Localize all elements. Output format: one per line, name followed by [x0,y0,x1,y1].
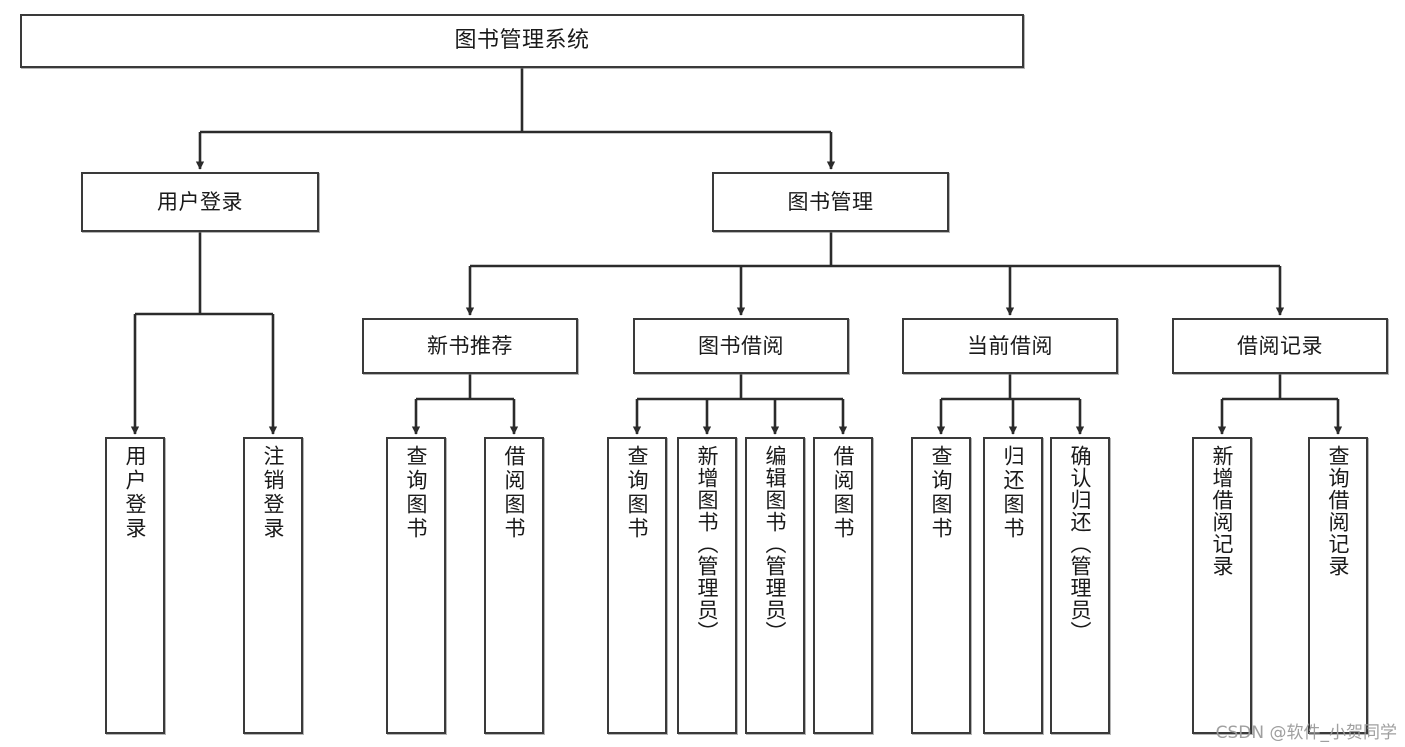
node-label: 借阅图书 [831,445,856,541]
node-login[interactable]: 用户登录 [81,172,319,232]
node-label: 用户登录 [123,445,148,541]
node-leaf-8[interactable]: 借阅图书 [813,437,873,734]
node-label: 图书管理 [787,189,874,214]
node-leaf-2[interactable]: 注销登录 [243,437,303,734]
node-leaf-12[interactable]: 新增借阅记录 [1192,437,1252,734]
node-leaf-5[interactable]: 查询图书 [607,437,667,734]
node-leaf-13[interactable]: 查询借阅记录 [1308,437,1368,734]
node-label: 借阅记录 [1237,333,1323,358]
node-borrow[interactable]: 图书借阅 [633,318,849,374]
node-label: 归还图书 [1001,445,1026,541]
node-label: 新书推荐 [427,333,513,358]
node-label: 查询图书 [929,445,954,541]
node-leaf-11[interactable]: 确认归还（管理员） [1050,437,1110,734]
node-leaf-1[interactable]: 用户登录 [105,437,165,734]
node-label: 新增借阅记录 [1210,445,1235,577]
node-leaf-3[interactable]: 查询图书 [386,437,446,734]
csdn-watermark: CSDN @软件_小贺同学 [1215,723,1397,743]
node-label: 图书借阅 [698,333,784,358]
node-label: 当前借阅 [967,333,1053,358]
node-label: 确认归还（管理员） [1068,445,1093,643]
node-root[interactable]: 图书管理系统 [20,14,1024,68]
node-bookmgmt[interactable]: 图书管理 [712,172,949,232]
node-leaf-6[interactable]: 新增图书（管理员） [677,437,737,734]
node-leaf-7[interactable]: 编辑图书（管理员） [745,437,805,734]
node-label: 查询图书 [625,445,650,541]
node-leaf-10[interactable]: 归还图书 [983,437,1043,734]
node-leaf-9[interactable]: 查询图书 [911,437,971,734]
node-label: 用户登录 [157,189,243,214]
node-newbook[interactable]: 新书推荐 [362,318,578,374]
node-label: 注销登录 [261,445,286,541]
node-records[interactable]: 借阅记录 [1172,318,1388,374]
node-label: 查询借阅记录 [1326,445,1351,577]
node-current[interactable]: 当前借阅 [902,318,1118,374]
node-label: 图书管理系统 [454,28,590,54]
node-label: 借阅图书 [502,445,527,541]
node-label: 编辑图书（管理员） [763,445,788,643]
node-label: 新增图书（管理员） [695,445,720,643]
node-label: 查询图书 [404,445,429,541]
node-leaf-4[interactable]: 借阅图书 [484,437,544,734]
